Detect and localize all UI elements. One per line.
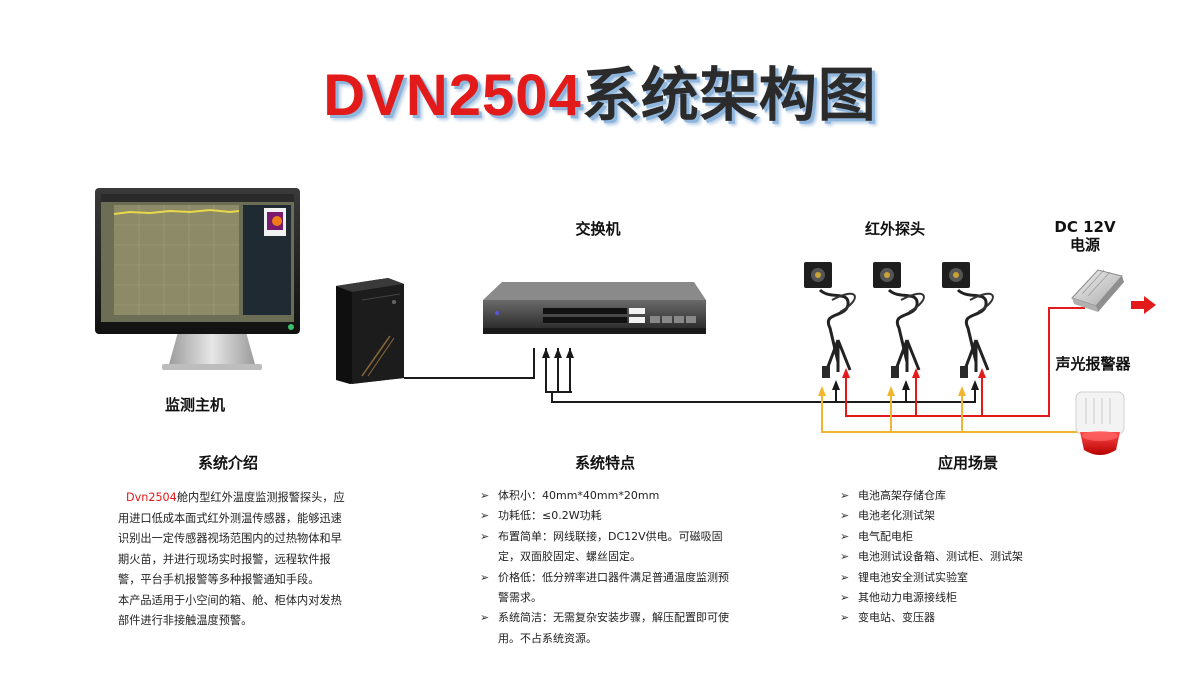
list-item: ➢布置简单：网线联接，DC12V供电。可磁吸固定，双面胶固定、螺丝固定。 [480, 527, 730, 568]
list-item: ➢电池高架存储仓库 [840, 486, 1070, 506]
list-item: ➢电池测试设备箱、测试柜、测试架 [840, 547, 1070, 567]
applications-list: ➢电池高架存储仓库 ➢电池老化测试架 ➢电气配电柜 ➢电池测试设备箱、测试柜、测… [840, 486, 1070, 629]
arrow-bullet-icon: ➢ [480, 611, 490, 625]
arrow-bullet-icon: ➢ [840, 489, 850, 502]
intro-heading: 系统介绍 [197, 454, 258, 472]
list-item: ➢变电站、变压器 [840, 608, 1070, 628]
title-model: DVN2504 [323, 63, 582, 128]
list-item: ➢体积小：40mm*40mm*20mm [480, 486, 730, 506]
list-item: ➢系统简洁：无需复杂安装步骤，解压配置即可使用。不占系统资源。 [480, 608, 730, 649]
infrared-probe-icon [942, 262, 994, 378]
list-item: ➢电气配电柜 [840, 527, 1070, 547]
arrow-bullet-icon: ➢ [480, 509, 490, 523]
power-label-line2: 电源 [1069, 236, 1100, 254]
power-supply-icon [1071, 269, 1124, 312]
intro-text-1: 舱内型红外温度监测报警探头，应用进口低成本面式红外测温传感器，能够迅速识别出一定… [118, 491, 345, 586]
power-label-line1: DC 12V [1054, 218, 1116, 236]
intro-brand: Dvn2504 [126, 491, 177, 504]
infrared-probe-icon [804, 262, 856, 378]
arrow-bullet-icon: ➢ [480, 529, 490, 543]
intro-text: Dvn2504舱内型红外温度监测报警探头，应用进口低成本面式红外测温传感器，能够… [118, 488, 350, 632]
output-arrow-icon [1131, 296, 1156, 314]
arrow-bullet-icon: ➢ [840, 529, 850, 543]
wiring [404, 307, 1090, 433]
alarm-label: 声光报警器 [1055, 355, 1131, 373]
list-item: ➢电池老化测试架 [840, 506, 1070, 526]
page-title: DVN2504系统架构图 [0, 48, 1200, 132]
arrow-bullet-icon: ➢ [840, 550, 850, 564]
applications-heading: 应用场景 [937, 454, 998, 472]
arrow-bullet-icon: ➢ [480, 489, 490, 502]
infrared-probe-icon [873, 262, 925, 378]
intro-paragraph-2: 本产品适用于小空间的箱、舱、柜体内对发热部件进行非接触温度预警。 [118, 593, 342, 628]
arrow-bullet-icon: ➢ [840, 591, 850, 605]
arrow-bullet-icon: ➢ [480, 570, 490, 584]
alarm-icon [1075, 391, 1125, 455]
arrow-bullet-icon: ➢ [840, 611, 850, 625]
network-switch-icon [483, 282, 706, 334]
host-label: 监测主机 [164, 396, 225, 414]
monitor-icon [95, 188, 300, 370]
list-item: ➢价格低：低分辨率进口器件满足普通温度监测预警需求。 [480, 568, 730, 609]
features-list: ➢体积小：40mm*40mm*20mm ➢功耗低：≤0.2W功耗 ➢布置简单：网… [480, 486, 730, 649]
list-item: ➢其他动力电源接线柜 [840, 588, 1070, 608]
wiring-arrows [542, 348, 986, 396]
switch-label: 交换机 [575, 220, 621, 238]
arrow-bullet-icon: ➢ [840, 570, 850, 584]
power-label: DC 12V 电源 [1040, 218, 1130, 254]
probe-label: 红外探头 [864, 220, 925, 238]
features-heading: 系统特点 [574, 454, 635, 472]
list-item: ➢锂电池安全测试实验室 [840, 568, 1070, 588]
intro-paragraph-1: Dvn2504舱内型红外温度监测报警探头，应用进口低成本面式红外测温传感器，能够… [118, 488, 350, 591]
arrow-bullet-icon: ➢ [840, 509, 850, 523]
list-item: ➢功耗低：≤0.2W功耗 [480, 506, 730, 526]
pc-tower-icon [336, 278, 404, 384]
title-text: 系统架构图 [581, 61, 877, 129]
